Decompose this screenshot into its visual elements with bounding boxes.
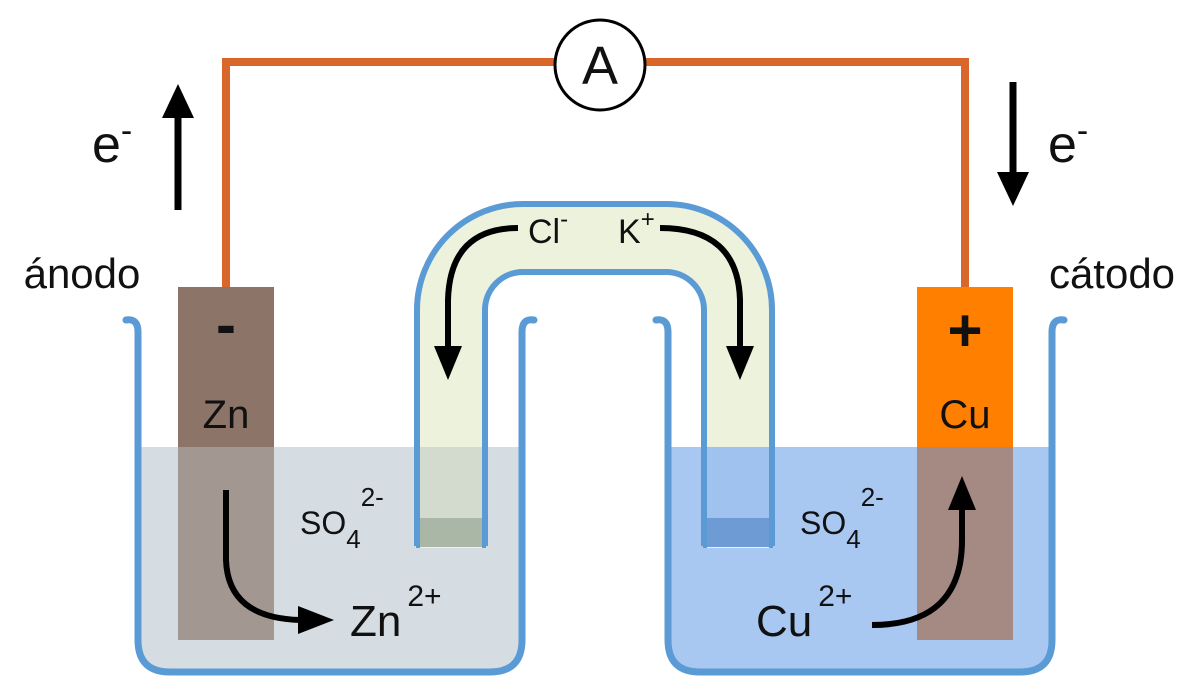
copper-ion-label: Cu2+ <box>756 580 852 646</box>
electron-label-right: e- <box>1048 112 1088 174</box>
cathode-label: cátodo <box>1049 250 1175 297</box>
right-beaker <box>652 316 1068 676</box>
anode-sign: - <box>216 291 236 358</box>
zinc-electrode <box>178 287 274 447</box>
electron-arrow-up <box>162 84 194 210</box>
zinc-ion-arrow <box>223 490 334 634</box>
salt-bridge-left-plug <box>420 518 482 547</box>
chloride-label: Cl- <box>528 206 568 251</box>
copper-electrode <box>917 287 1013 447</box>
potassium-label: K+ <box>618 206 655 251</box>
salt-bridge-fill <box>420 207 769 548</box>
chloride-arrow <box>434 225 519 380</box>
cathode-sign: + <box>947 297 982 364</box>
salt-bridge-right-plug <box>707 518 769 547</box>
sulfate-right-label: SO42- <box>800 482 884 554</box>
electron-label-left: e- <box>92 112 132 174</box>
ammeter: A <box>553 18 647 112</box>
electron-arrow-down <box>997 82 1029 206</box>
salt-bridge-leg-walls <box>416 447 773 548</box>
anode-label: ánodo <box>24 250 141 297</box>
potassium-arrow <box>659 225 754 380</box>
anode-metal-label: Zn <box>203 393 250 437</box>
copper-ion-arrow <box>871 476 976 628</box>
ammeter-label: A <box>582 36 618 96</box>
left-beaker <box>122 316 538 676</box>
sulfate-left-label: SO42- <box>300 482 384 554</box>
zinc-ion-label: Zn2+ <box>350 580 442 646</box>
circuit-wire <box>222 58 969 290</box>
left-solution <box>138 447 522 672</box>
cathode-metal-label: Cu <box>939 393 990 437</box>
